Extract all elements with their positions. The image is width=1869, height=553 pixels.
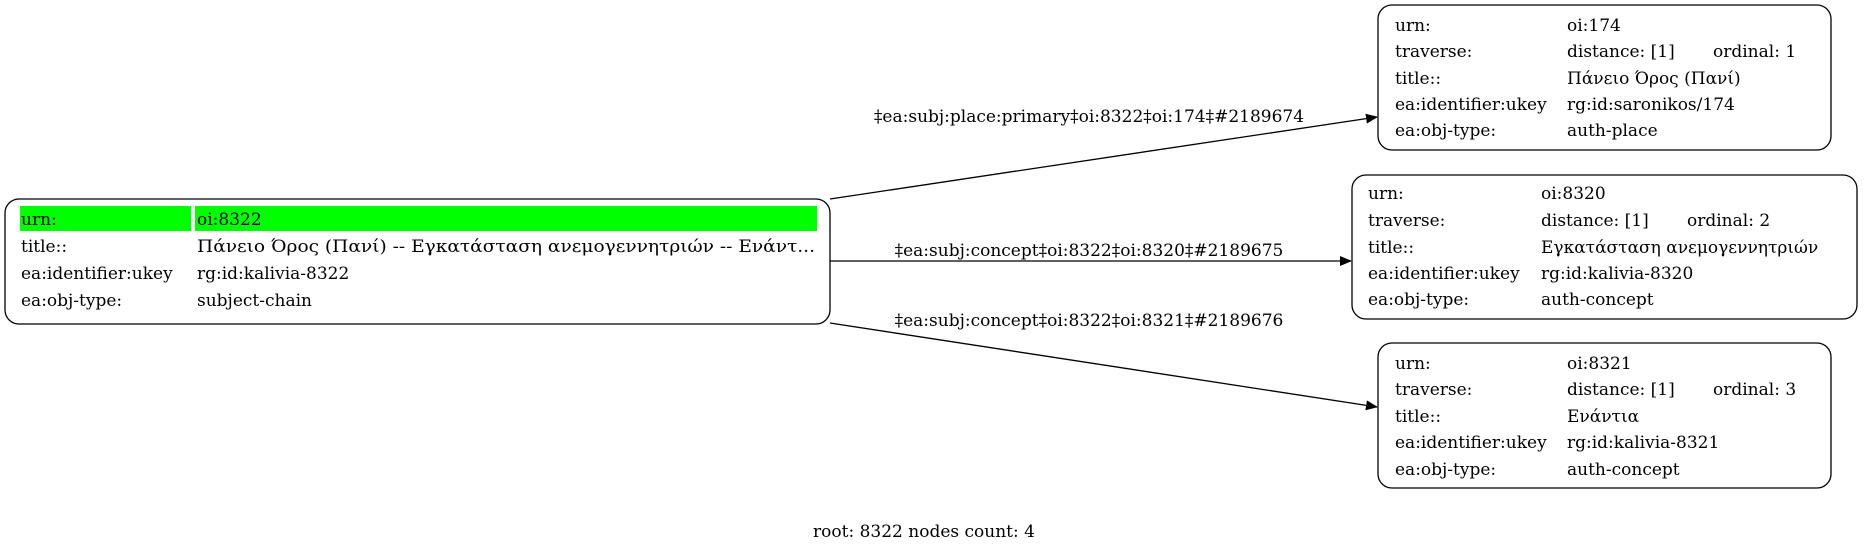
row-value: subject-chain <box>197 291 312 311</box>
row-key: ea:obj-type: <box>1395 460 1496 480</box>
row-key: urn: <box>21 210 57 230</box>
row-value: distance: [1] <box>1567 380 1675 400</box>
row-value: ordinal: 2 <box>1687 211 1770 231</box>
row-key: title:: <box>1395 407 1441 427</box>
row-value: oi:8320 <box>1541 184 1606 204</box>
row-key: ea:obj-type: <box>1395 121 1496 141</box>
row-key: ea:obj-type: <box>21 291 122 311</box>
row-value: Ενάντια <box>1567 407 1640 427</box>
edge-label: ‡ea:subj:concept‡oi:8322‡oi:8321‡#218967… <box>895 311 1284 331</box>
row-value: distance: [1] <box>1541 211 1649 231</box>
edge-place: ‡ea:subj:place:primary‡oi:8322‡oi:174‡#2… <box>829 107 1378 200</box>
row-value: Πάνειο Όρος (Πανί) <box>1567 69 1741 89</box>
row-key: urn: <box>1395 16 1431 36</box>
row-key: title:: <box>1395 69 1441 89</box>
row-value: auth-place <box>1567 121 1658 141</box>
row-key: title:: <box>21 237 67 257</box>
edge-concept-8320: ‡ea:subj:concept‡oi:8322‡oi:8320‡#218967… <box>830 241 1352 266</box>
row-key: traverse: <box>1395 42 1472 62</box>
edge-label: ‡ea:subj:concept‡oi:8322‡oi:8320‡#218967… <box>895 241 1284 261</box>
node-place-174[interactable]: urn: oi:174 traverse: distance: [1] ordi… <box>1377 4 1832 151</box>
row-value: rg:id:saronikos/174 <box>1567 95 1735 115</box>
row-key: ea:identifier:ukey <box>21 264 173 284</box>
row-key: traverse: <box>1368 211 1445 231</box>
row-key: urn: <box>1368 184 1404 204</box>
graph-footer: root: 8322 nodes count: 4 <box>813 522 1035 542</box>
row-key: ea:identifier:ukey <box>1368 264 1520 284</box>
node-concept-8321[interactable]: urn: oi:8321 traverse: distance: [1] ord… <box>1377 342 1832 489</box>
edge-label: ‡ea:subj:place:primary‡oi:8322‡oi:174‡#2… <box>874 107 1304 127</box>
row-value: rg:id:kalivia-8321 <box>1567 433 1719 453</box>
edge-concept-8321: ‡ea:subj:concept‡oi:8322‡oi:8321‡#218967… <box>829 311 1378 411</box>
row-value: Πάνειο Όρος (Πανί) -- Εγκατάσταση ανεμογ… <box>197 237 815 257</box>
row-key: ea:obj-type: <box>1368 290 1469 310</box>
root-node[interactable]: urn: oi:8322 title:: Πάνειο Όρος (Πανί) … <box>4 198 831 325</box>
row-key: traverse: <box>1395 380 1472 400</box>
row-value: rg:id:kalivia-8320 <box>1541 264 1693 284</box>
row-key: ea:identifier:ukey <box>1395 433 1547 453</box>
row-value: Εγκατάσταση ανεμογεννητριών <box>1541 238 1818 258</box>
row-value: oi:8322 <box>197 210 262 230</box>
row-value: auth-concept <box>1567 460 1680 480</box>
row-value: ordinal: 3 <box>1713 380 1796 400</box>
row-key: urn: <box>1395 354 1431 374</box>
row-value: oi:8321 <box>1567 354 1632 374</box>
row-value: oi:174 <box>1567 16 1621 36</box>
row-value: auth-concept <box>1541 290 1654 310</box>
row-value: rg:id:kalivia-8322 <box>197 264 349 284</box>
row-value: distance: [1] <box>1567 42 1675 62</box>
row-key: ea:identifier:ukey <box>1395 95 1547 115</box>
row-value: ordinal: 1 <box>1713 42 1796 62</box>
node-concept-8320[interactable]: urn: oi:8320 traverse: distance: [1] ord… <box>1351 174 1858 320</box>
row-key: title:: <box>1368 238 1414 258</box>
